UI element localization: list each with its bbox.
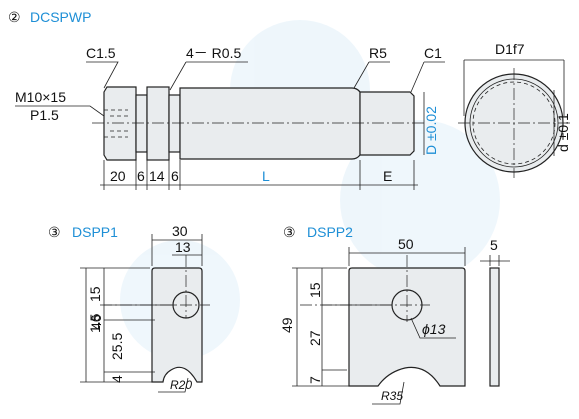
- dcspwp-shaft: [92, 86, 424, 161]
- label-c1: C1: [424, 45, 442, 61]
- section-number-dspp2: ③: [283, 224, 296, 240]
- dim-14: 14: [149, 168, 165, 184]
- label-d-tol2: d ±0.1: [555, 113, 571, 152]
- label-d-tol: D ±0.02: [423, 106, 439, 155]
- dim-30: 30: [172, 223, 188, 239]
- dcspwp-end-view: [458, 68, 570, 178]
- dim-25-5: 25.5: [109, 333, 125, 360]
- label-r35: R35: [381, 389, 403, 403]
- section-number-dcspwp: ②: [8, 9, 21, 25]
- dim-6a: 6: [137, 168, 145, 184]
- dspp1-plate: [100, 255, 210, 383]
- section-title-dcspwp: DCSPWP: [30, 9, 91, 25]
- dim-6b: 6: [171, 168, 179, 184]
- label-pitch: P1.5: [30, 107, 59, 123]
- dim-46: 46: [88, 314, 104, 330]
- dcspwp-dims: 20 6 14 6 L E: [100, 160, 418, 190]
- dim-15-dspp2: 15: [307, 282, 323, 298]
- label-thread: M10×15: [15, 89, 66, 105]
- dim-15-dspp1: 15: [87, 286, 103, 302]
- label-phi13: ϕ13: [422, 321, 446, 337]
- dim-50: 50: [398, 236, 414, 252]
- dim-4: 4: [109, 375, 125, 383]
- dim-7: 7: [307, 376, 323, 384]
- label-d1f7: D1f7: [495, 41, 525, 57]
- label-r0-5: 4－ R0.5: [186, 45, 241, 61]
- dim-13: 13: [175, 239, 191, 255]
- dim-20: 20: [110, 168, 126, 184]
- dim-L: L: [262, 168, 270, 184]
- section-title-dspp1: DSPP1: [72, 224, 118, 240]
- dim-27: 27: [307, 330, 323, 346]
- label-r20: R20: [170, 378, 192, 392]
- section-number-dspp1: ③: [48, 224, 61, 240]
- label-r5: R5: [369, 45, 387, 61]
- dim-1-5: 1.5: [87, 313, 103, 333]
- dim-E: E: [383, 168, 392, 184]
- dim-5: 5: [490, 237, 498, 253]
- dim-49: 49: [279, 317, 295, 333]
- dspp2-plate: [300, 255, 500, 387]
- section-title-dspp2: DSPP2: [307, 224, 353, 240]
- label-c1-5: C1.5: [86, 45, 116, 61]
